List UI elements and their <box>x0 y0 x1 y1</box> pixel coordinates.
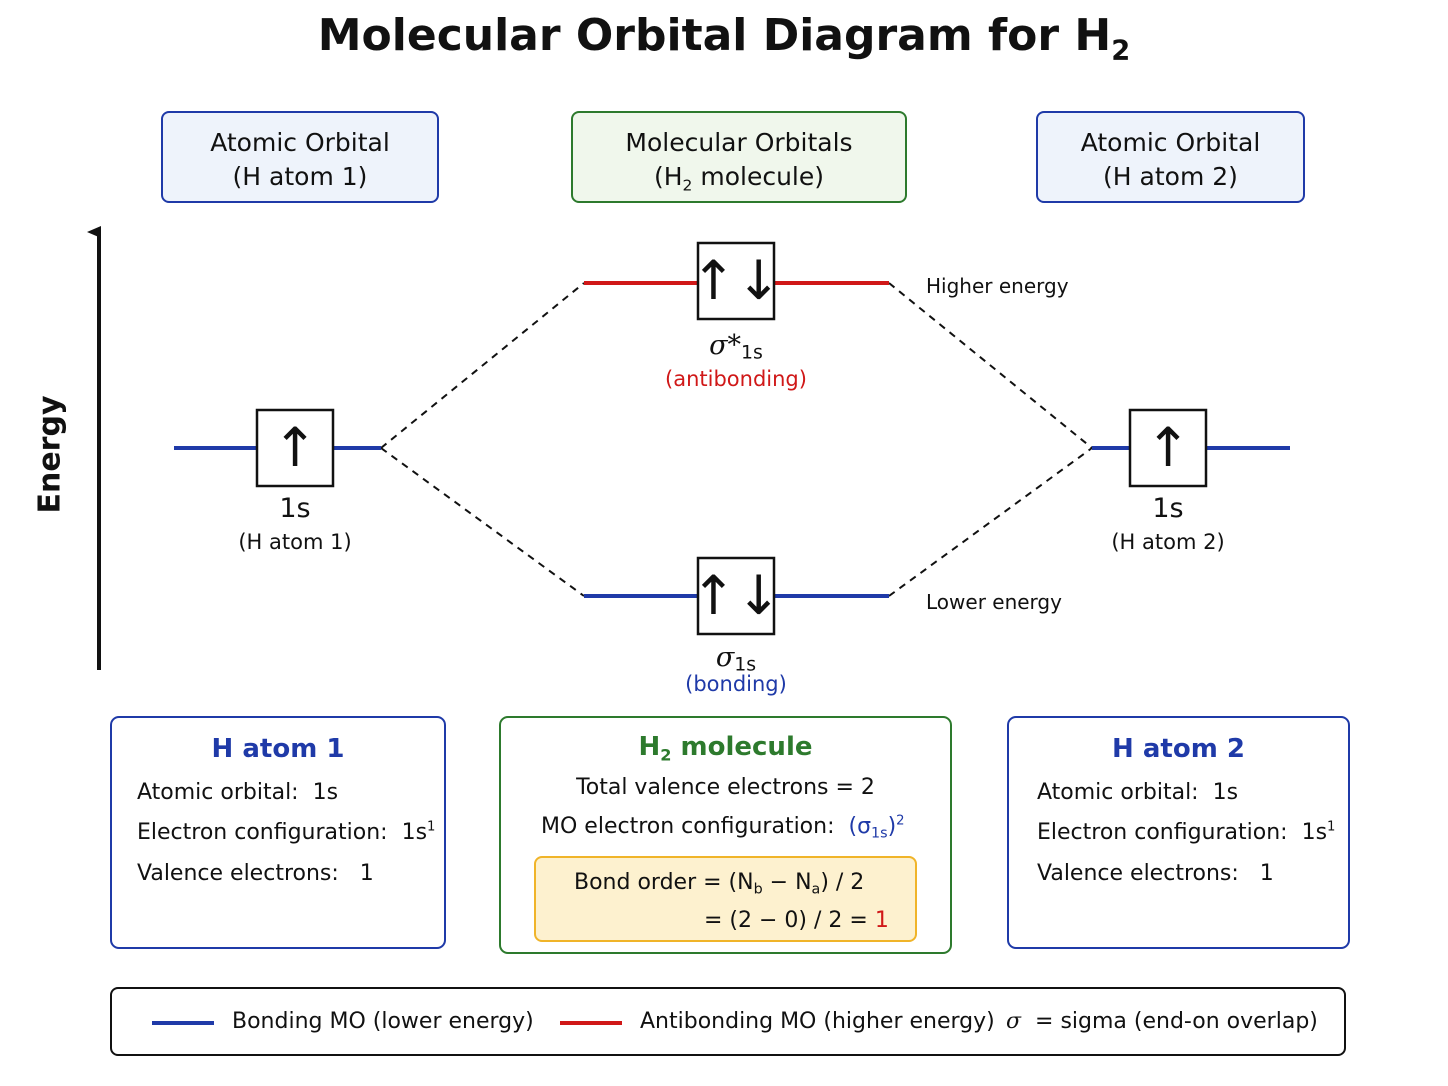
panel-title: H atom 1 <box>211 734 345 764</box>
panel-title: H2 molecule <box>638 732 813 765</box>
legend: Bonding MO (lower energy) Antibonding MO… <box>110 987 1346 1056</box>
bond-order-result: = (2 − 0) / 2 = 1 <box>704 908 889 933</box>
row-mo-configuration: MO electron configuration: (σ1s)2 <box>541 813 905 842</box>
header-atomic-orbital-right: Atomic Orbital (H atom 2) <box>1036 111 1305 203</box>
electron-arrows-left: ↑ <box>272 416 317 479</box>
row-atomic-orbital: Atomic orbital: 1s <box>1037 780 1239 805</box>
panel-h2-molecule: H2 molecule Total valence electrons = 2 … <box>499 716 952 954</box>
bond-order-formula: Bond order = (Nb − Na) / 2 <box>574 870 865 898</box>
row-valence-electrons: Valence electrons: 1 <box>1037 861 1274 886</box>
orbital-caption-left: (H atom 1) <box>238 530 352 554</box>
header-line2: (H atom 2) <box>1103 162 1238 191</box>
orbital-caption-antibonding: (antibonding) <box>665 367 807 391</box>
bond-order-value: 1 <box>874 908 889 933</box>
orbital-box-1s-left <box>255 408 335 488</box>
dash-left-to-bonding <box>380 447 585 597</box>
legend-bonding-swatch <box>152 1021 214 1025</box>
orbital-label-antibonding: σ*1s <box>709 330 763 364</box>
orbital-box-bonding <box>696 556 776 636</box>
header-line2: (H atom 1) <box>232 162 368 191</box>
header-atomic-orbital-left: Atomic Orbital (H atom 1) <box>161 111 439 203</box>
legend-sigma-note: σ = sigma (end-on overlap) <box>1006 1009 1318 1034</box>
electron-arrows-right: ↑ <box>1145 416 1190 479</box>
dash-antibonding-to-right <box>888 282 1093 449</box>
correlation-lines <box>380 282 1093 597</box>
row-electron-configuration: Electron configuration: 1s1 <box>137 819 436 845</box>
header-line1: Atomic Orbital <box>210 128 390 157</box>
orbital-label-1s-left: 1s <box>279 493 311 524</box>
header-line1: Molecular Orbitals <box>625 128 853 157</box>
orbital-label-bonding: σ1s <box>715 642 757 676</box>
panel-title: H atom 2 <box>1112 734 1245 764</box>
row-atomic-orbital: Atomic orbital: 1s <box>137 780 339 805</box>
orbital-box-antibonding <box>696 241 776 321</box>
legend-bonding-label: Bonding MO (lower energy) <box>232 1009 534 1034</box>
electron-arrows-antibonding: ↑↓ <box>691 249 782 312</box>
orbital-caption-bonding: (bonding) <box>685 672 787 696</box>
lower-energy-label: Lower energy <box>926 590 1062 614</box>
orbital-label-1s-right: 1s <box>1152 493 1184 524</box>
header-molecular-orbitals: Molecular Orbitals (H2 molecule) <box>571 111 907 203</box>
panel-h-atom-2: H atom 2 Atomic orbital: 1s Electron con… <box>1007 716 1350 949</box>
header-line2: (H2 molecule) <box>653 162 825 195</box>
energy-axis-label: Energy <box>32 395 68 514</box>
page-title: Molecular Orbital Diagram for H2 <box>317 10 1131 67</box>
electron-arrows-bonding: ↑↓ <box>691 564 782 627</box>
row-total-valence-electrons: Total valence electrons = 2 <box>576 775 875 800</box>
bond-order-box: Bond order = (Nb − Na) / 2 = (2 − 0) / 2… <box>534 856 917 942</box>
header-line1: Atomic Orbital <box>1080 128 1261 157</box>
legend-antibonding-label: Antibonding MO (higher energy) <box>640 1009 995 1034</box>
panel-h-atom-1: H atom 1 Atomic orbital: 1s Electron con… <box>110 716 446 949</box>
legend-antibonding-swatch <box>560 1021 622 1025</box>
dash-left-to-antibonding <box>380 282 585 449</box>
higher-energy-label: Higher energy <box>926 274 1069 298</box>
orbital-caption-right: (H atom 2) <box>1111 530 1225 554</box>
row-electron-configuration: Electron configuration: 1s1 <box>1037 819 1336 845</box>
dash-bonding-to-right <box>888 447 1093 597</box>
row-valence-electrons: Valence electrons: 1 <box>137 861 374 886</box>
orbital-box-1s-right <box>1128 408 1208 488</box>
